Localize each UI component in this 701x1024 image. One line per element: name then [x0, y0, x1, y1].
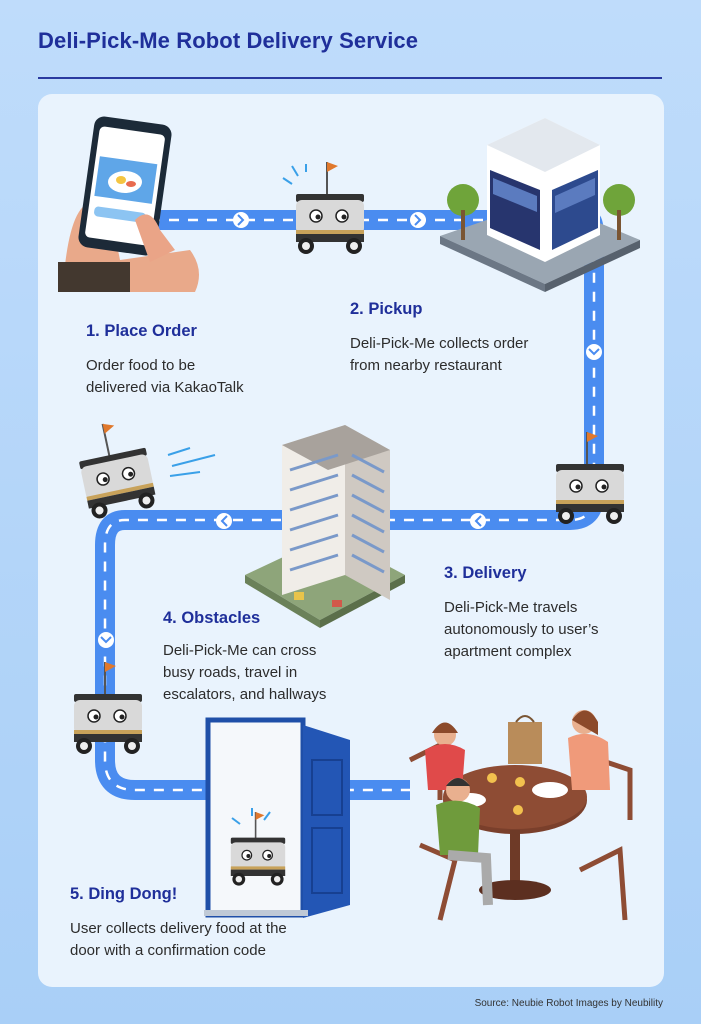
- restaurant-icon: [440, 118, 640, 292]
- step-4-line-1: Deli-Pick-Me can cross: [163, 642, 317, 659]
- step-1-description: Order food to be delivered via KakaoTalk: [86, 355, 244, 399]
- step-3-line-1: Deli-Pick-Me travels: [444, 599, 578, 616]
- step-4-title: 4. Obstacles: [163, 609, 261, 627]
- chevron-left-icon: [216, 513, 232, 529]
- step-3-line-3: apartment complex: [444, 643, 572, 660]
- chevron-left-icon: [470, 513, 486, 529]
- dining-table-icon: [408, 710, 633, 921]
- step-5-line-1: User collects delivery food at the: [70, 920, 287, 937]
- chevron-down-icon: [98, 632, 114, 648]
- page-title: Deli-Pick-Me Robot Delivery Service: [38, 28, 419, 53]
- step-2-title: 2. Pickup: [350, 300, 423, 318]
- robot-icon: [71, 415, 159, 522]
- title-divider: [38, 77, 662, 79]
- step-3-title: 3. Delivery: [444, 564, 527, 582]
- step-2-description: Deli-Pick-Me collects order from nearby …: [350, 333, 528, 377]
- robot-icon: [295, 161, 365, 255]
- step-4-line-2: busy roads, travel in: [163, 664, 298, 681]
- step-5-description: User collects delivery food at the door …: [70, 918, 287, 962]
- step-1-line-1: Order food to be: [86, 357, 196, 374]
- step-2-line-2: from nearby restaurant: [350, 357, 502, 374]
- signal-icon: [167, 447, 216, 477]
- chevron-right-icon: [410, 212, 426, 228]
- step-1-line-2: delivered via KakaoTalk: [86, 379, 244, 396]
- chevron-right-icon: [233, 212, 249, 228]
- step-1-title: 1. Place Order: [86, 322, 197, 340]
- apartment-icon: [245, 425, 405, 628]
- signal-icon: [282, 164, 307, 185]
- step-3-line-2: autonomously to user’s: [444, 621, 599, 638]
- step-4-line-3: escalators, and hallways: [163, 686, 327, 703]
- step-3-description: Deli-Pick-Me travels autonomously to use…: [444, 597, 599, 663]
- step-5-title: 5. Ding Dong!: [70, 885, 178, 903]
- smartphone-icon: [58, 116, 199, 292]
- door-icon: [204, 717, 350, 918]
- source-credit: Source: Neubie Robot Images by Neubility: [474, 998, 663, 1009]
- step-5-line-2: door with a confirmation code: [70, 942, 266, 959]
- step-4-description: Deli-Pick-Me can cross busy roads, trave…: [163, 640, 326, 706]
- step-2-line-1: Deli-Pick-Me collects order: [350, 335, 529, 352]
- chevron-down-icon: [586, 344, 602, 360]
- signal-icon: [231, 808, 271, 825]
